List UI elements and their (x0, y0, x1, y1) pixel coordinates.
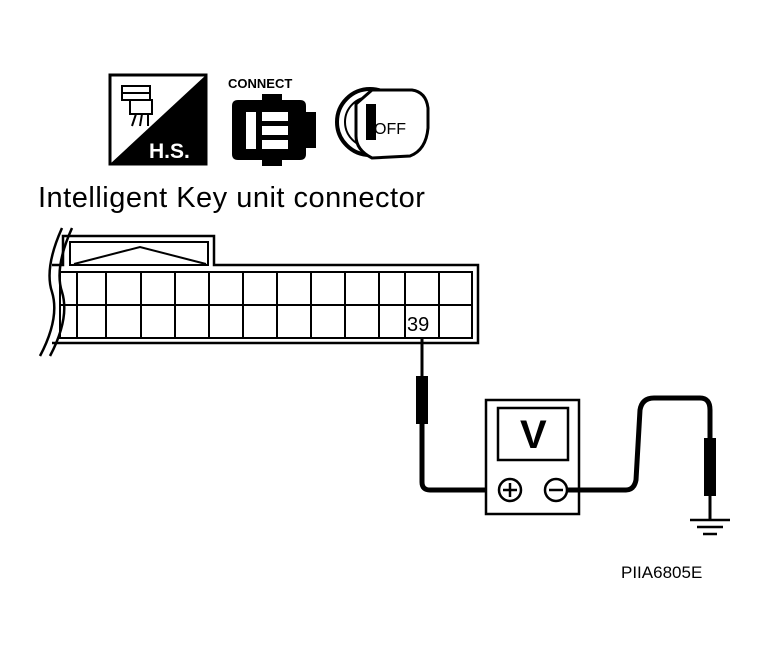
voltmeter: V (484, 398, 581, 516)
ignition-key-off-icon: OFF (335, 87, 430, 160)
connector-title: Intelligent Key unit connector (38, 182, 425, 214)
connector-connect-icon: CONNECT (228, 76, 316, 166)
connector-body (38, 227, 480, 357)
ground-icon (690, 518, 730, 536)
positive-probe (416, 338, 498, 493)
connect-label: CONNECT (228, 76, 292, 91)
negative-lead (567, 395, 716, 520)
harness-sign-icon: H.S. (108, 73, 208, 166)
negative-terminal-icon (543, 477, 569, 503)
voltmeter-symbol: V (520, 413, 547, 457)
ignition-off-label: OFF (374, 121, 406, 138)
figure-code: PIIA6805E (621, 563, 702, 582)
positive-terminal-icon (497, 477, 523, 503)
harness-sign-label: H.S. (149, 140, 190, 163)
terminal-number-label: 39 (407, 314, 429, 336)
